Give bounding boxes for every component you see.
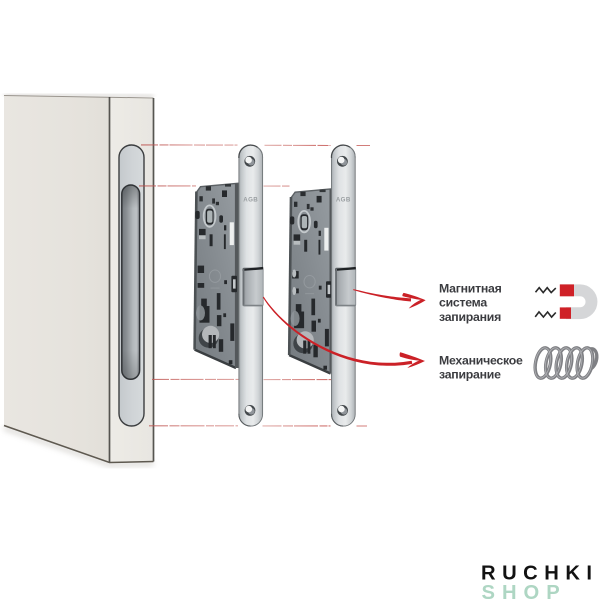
svg-text:запирание: запирание [439,368,501,382]
svg-text:Механическое: Механическое [439,354,523,368]
svg-text:RUCHKI: RUCHKI [481,562,599,584]
svg-text:система: система [439,296,487,310]
svg-text:SHOP: SHOP [482,582,567,600]
svg-text:Магнитная: Магнитная [439,282,502,296]
svg-text:запирания: запирания [439,310,501,324]
